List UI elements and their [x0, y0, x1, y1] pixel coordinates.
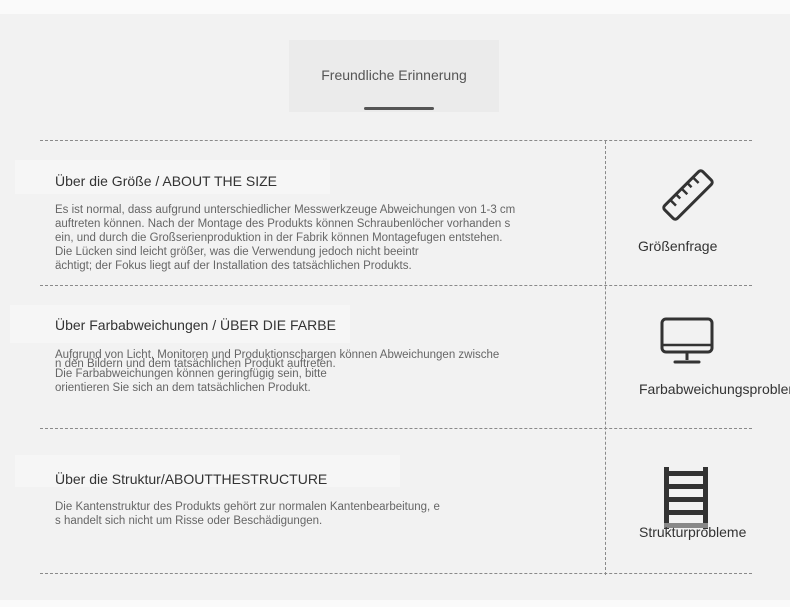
text-line: Es ist normal, dass aufgrund unterschied… — [55, 204, 516, 216]
side-label: Größenfrage — [638, 238, 718, 254]
text-highlight — [15, 160, 330, 194]
text-line: ächtigt; der Fokus liegt auf der Install… — [55, 260, 412, 272]
divider-top — [40, 140, 752, 141]
divider-vertical — [605, 141, 606, 575]
divider-2 — [40, 428, 752, 429]
side-label: Farbabweichungsprobleme — [639, 381, 790, 397]
side-structure: Strukturprobleme — [606, 429, 790, 573]
section-title: Über Farbabweichungen / ÜBER DIE FARBE — [55, 317, 336, 333]
bottom-band — [0, 600, 790, 607]
text-line: Die Farbabweichungen können geringfügig … — [55, 368, 327, 380]
ladder-icon — [664, 467, 708, 529]
divider-1 — [40, 285, 752, 286]
section-size: Über die Größe / ABOUT THE SIZE Es ist n… — [40, 141, 605, 285]
header-underline — [364, 107, 434, 110]
section-text: Es ist normal, dass aufgrund unterschied… — [55, 203, 565, 273]
monitor-icon — [660, 317, 714, 364]
text-line: Die Kantenstruktur des Produkts gehört z… — [55, 501, 440, 513]
text-highlight — [10, 305, 350, 343]
section-color: Über Farbabweichungen / ÜBER DIE FARBE A… — [40, 286, 605, 428]
section-title: Über die Größe / ABOUT THE SIZE — [55, 173, 277, 189]
text-line: ein, und durch die Großserienproduktion … — [55, 232, 503, 244]
text-line: Die Lücken sind leicht größer, was die V… — [55, 246, 419, 258]
text-line: s handelt sich nicht um Risse oder Besch… — [55, 515, 323, 527]
top-band — [0, 0, 790, 14]
text-line: orientieren Sie sich an dem tatsächliche… — [55, 382, 311, 394]
side-size: Größenfrage — [606, 141, 790, 285]
side-label: Strukturprobleme — [639, 524, 747, 540]
reminder-header: Freundliche Erinnerung — [289, 40, 499, 112]
divider-bottom — [40, 573, 752, 574]
text-highlight — [15, 455, 400, 487]
header-title: Freundliche Erinnerung — [321, 67, 467, 83]
section-text: Aufgrund von Licht, Monitoren und Produk… — [55, 348, 565, 395]
text-line: Aufgrund von Licht, Monitoren und Produk… — [55, 349, 500, 361]
section-title: Über die Struktur/ABOUTTHESTRUCTURE — [55, 471, 328, 487]
section-text: Die Kantenstruktur des Produkts gehört z… — [55, 500, 565, 528]
text-line: n den Bildern und dem tatsächlichen Prod… — [55, 358, 336, 370]
ruler-icon — [662, 169, 714, 221]
section-structure: Über die Struktur/ABOUTTHESTRUCTURE Die … — [40, 429, 605, 573]
side-color: Farbabweichungsprobleme — [606, 286, 790, 428]
text-line: auftreten können. Nach der Montage des P… — [55, 218, 511, 230]
